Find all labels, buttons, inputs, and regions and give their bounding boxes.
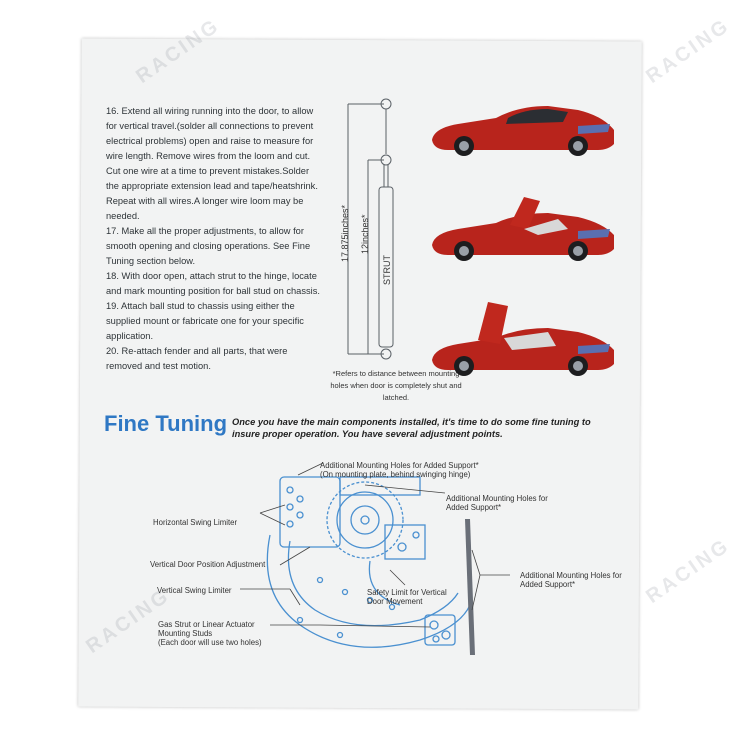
strut-diagram bbox=[347, 98, 394, 360]
watermark: RACING bbox=[642, 534, 735, 608]
label-safety-limit: Safety Limit for Vertical Door Movement bbox=[367, 588, 447, 606]
label-horizontal-swing-limiter: Horizontal Swing Limiter bbox=[153, 518, 238, 527]
label-vertical-door-position: Vertical Door Position Adjustment bbox=[150, 560, 266, 569]
step-17: 17. Make all the proper adjustments, to … bbox=[106, 226, 311, 266]
label-mounting-studs: Gas Strut or Linear Actuator Mounting St… bbox=[158, 620, 262, 647]
car-photo-doors-closed bbox=[432, 106, 614, 156]
label-vertical-swing-limiter: Vertical Swing Limiter bbox=[157, 586, 232, 595]
label-add-holes-right: Additional Mounting Holes for Added Supp… bbox=[520, 571, 622, 589]
label-mounting-studs-sub: (Each door will use two holes) bbox=[158, 638, 262, 647]
label-mounting-studs-text: Gas Strut or Linear Actuator Mounting St… bbox=[158, 620, 255, 638]
label-add-holes-mid: Additional Mounting Holes for Added Supp… bbox=[446, 494, 548, 512]
watermark: RACING bbox=[642, 14, 735, 88]
installation-steps: 16. Extend all wiring running into the d… bbox=[106, 104, 320, 374]
label-add-holes-top-text: Additional Mounting Holes for Added Supp… bbox=[320, 461, 479, 470]
fine-tuning-intro: Once you have the main components instal… bbox=[232, 417, 591, 439]
car-photo-door-lambo-open bbox=[432, 197, 614, 261]
step-18: 18. With door open, attach strut to the … bbox=[106, 271, 320, 296]
label-add-holes-top: Additional Mounting Holes for Added Supp… bbox=[320, 461, 479, 479]
fine-tuning-title: Fine Tuning bbox=[104, 411, 228, 436]
step-20: 20. Re-attach fender and all parts, that… bbox=[106, 346, 288, 371]
car-photo-door-raised bbox=[432, 302, 614, 376]
strut-total-length-label: 17.875inches* bbox=[340, 204, 350, 262]
step-16: 16. Extend all wiring running into the d… bbox=[106, 106, 318, 221]
strut-label: STRUT bbox=[382, 255, 392, 285]
strut-body-length-label: 12inches* bbox=[360, 214, 370, 254]
hinge-diagram bbox=[240, 462, 510, 655]
step-19: 19. Attach ball stud to chassis using ei… bbox=[106, 301, 304, 341]
label-add-holes-top-sub: (On mounting plate, behind swinging hing… bbox=[320, 470, 471, 479]
strut-note: *Refers to distance between mounting hol… bbox=[330, 369, 462, 402]
